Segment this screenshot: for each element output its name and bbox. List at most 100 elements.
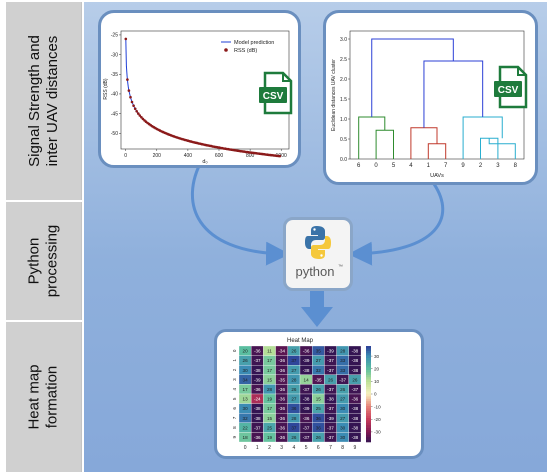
heatmap-cell-value: -38 [254,406,261,411]
python-snake-icon [305,226,331,259]
heatmap-cell-value: 30 [340,406,346,411]
arrow-dendro-to-python [348,183,445,266]
dendrogram-leaf-label: 2 [479,163,483,169]
rss-ytick-label: -45 [111,111,118,117]
heatmap-cell-value: -36 [352,397,359,402]
rss-data-point [133,107,137,110]
colorbar-segment [366,437,371,440]
heatmap-cell-value: -37 [327,358,334,363]
colorbar-segment [366,355,371,359]
heatmap-col-label: 8 [341,445,344,451]
csv-file-icon: CSV [494,65,528,109]
heatmap-cell-value: 26 [340,387,346,392]
rss-data-point [126,78,129,81]
heatmap-row-label: 7 [232,416,237,419]
rss-data-point [138,114,142,117]
heatmap-cell-value: -37 [254,425,261,430]
rss-ytick-label: -25 [111,33,118,39]
heatmap-cell-value: 15 [267,377,273,382]
rss-ytick-label: -35 [111,72,118,78]
heatmap-cell-value: -36 [278,397,285,402]
colorbar-segment [366,439,371,443]
colorbar-segment [366,422,371,426]
colorbar-segment [366,430,371,433]
rss-data-point [129,95,132,99]
heatmap-cell-value: -38 [352,406,359,411]
colorbar-segment [366,432,371,436]
heatmap-cell-value: -36 [278,435,285,440]
heatmap-cell-value: -38 [254,368,261,373]
colorbar-segment [366,406,371,409]
heatmap-cell-value: -36 [278,416,285,421]
heatmap-cell-value: -37 [327,387,334,392]
rss-ylabel: RSS (dB) [103,78,109,99]
colorbar-segment [366,413,371,416]
colorbar-segment [366,370,371,373]
colorbar-segment [366,389,371,392]
rss-xtick-label: 600 [215,153,224,159]
heatmap-cell-value: -37 [327,425,334,430]
heatmap-row-label: 0 [232,349,237,352]
colorbar-tick-label: 30 [374,354,380,359]
csv-badge-label: CSV [263,91,284,102]
dendrogram-leaf-label: 5 [392,163,396,169]
heatmap-cell-value: 26 [352,377,358,382]
heatmap-cell-value: 36 [316,416,322,421]
rss-legend: Model prediction RSS (dB) [221,40,274,54]
heatmap-cell-value: 14 [304,377,310,382]
heatmap-cell-value: -36 [278,406,285,411]
python-logo: python ™ [295,226,343,279]
heatmap-cell [348,432,362,443]
heatmap-cell-value: 32 [316,368,322,373]
heatmap-cell-value: 27 [291,397,297,402]
colorbar-segment [366,353,371,356]
dendrogram-link [423,60,484,128]
heatmap-cell-value: 19 [267,397,273,402]
colorbar-segment [366,398,371,402]
colorbar-tick-label: -20 [374,417,381,422]
heatmap-cell-value: -36 [303,416,310,421]
heatmap-cell-value: 37 [291,425,297,430]
colorbar-segment [366,403,371,407]
colorbar-segment [366,408,371,412]
colorbar-tick-label: -10 [374,404,381,409]
dendrogram-leaf-label: 7 [444,163,448,169]
csv-badge-label: CSV [498,85,519,96]
colorbar-segment [366,425,371,428]
dendrogram-leaf-label: 3 [496,163,500,169]
rss-xtick-label: 400 [184,153,193,159]
colorbar-segment [366,420,371,424]
heatmap-col-label: 7 [329,445,332,451]
heatmap-cell-value: 25 [316,406,322,411]
heatmap-cell-value: -24 [254,397,261,402]
heatmap-cell-value: 26 [291,435,297,440]
heatmap-cell-value: -35 [315,377,322,382]
heatmap-cell-value: -36 [278,368,285,373]
dendrogram-leaf-label: 8 [514,163,518,169]
heatmap-cell-value: -38 [352,358,359,363]
legend-model: Model prediction [234,40,274,46]
dendrogram-link [427,143,447,159]
heatmap-cell-value: -38 [327,397,334,402]
heatmap-col-label: 5 [305,445,308,451]
heatmap-cell-value: 26 [328,377,334,382]
rss-model-curve [125,38,281,157]
heatmap-cell-value: -36 [278,387,285,392]
rss-data-point [127,89,131,92]
heatmap-col-label: 3 [280,445,283,451]
heatmap-cell-value: 37 [291,358,297,363]
heatmap-row-label: 5 [232,397,237,400]
flow-arrows [190,159,445,327]
heatmap-cell-value: -36 [278,358,285,363]
legend-rss: RSS (dB) [234,48,257,54]
heatmap-cell-value: -39 [327,416,334,421]
heatmap-cell-value: 22 [243,425,249,430]
heatmap-title: Heat Map [287,338,314,344]
rss-xlabel: d₀ [202,159,207,165]
